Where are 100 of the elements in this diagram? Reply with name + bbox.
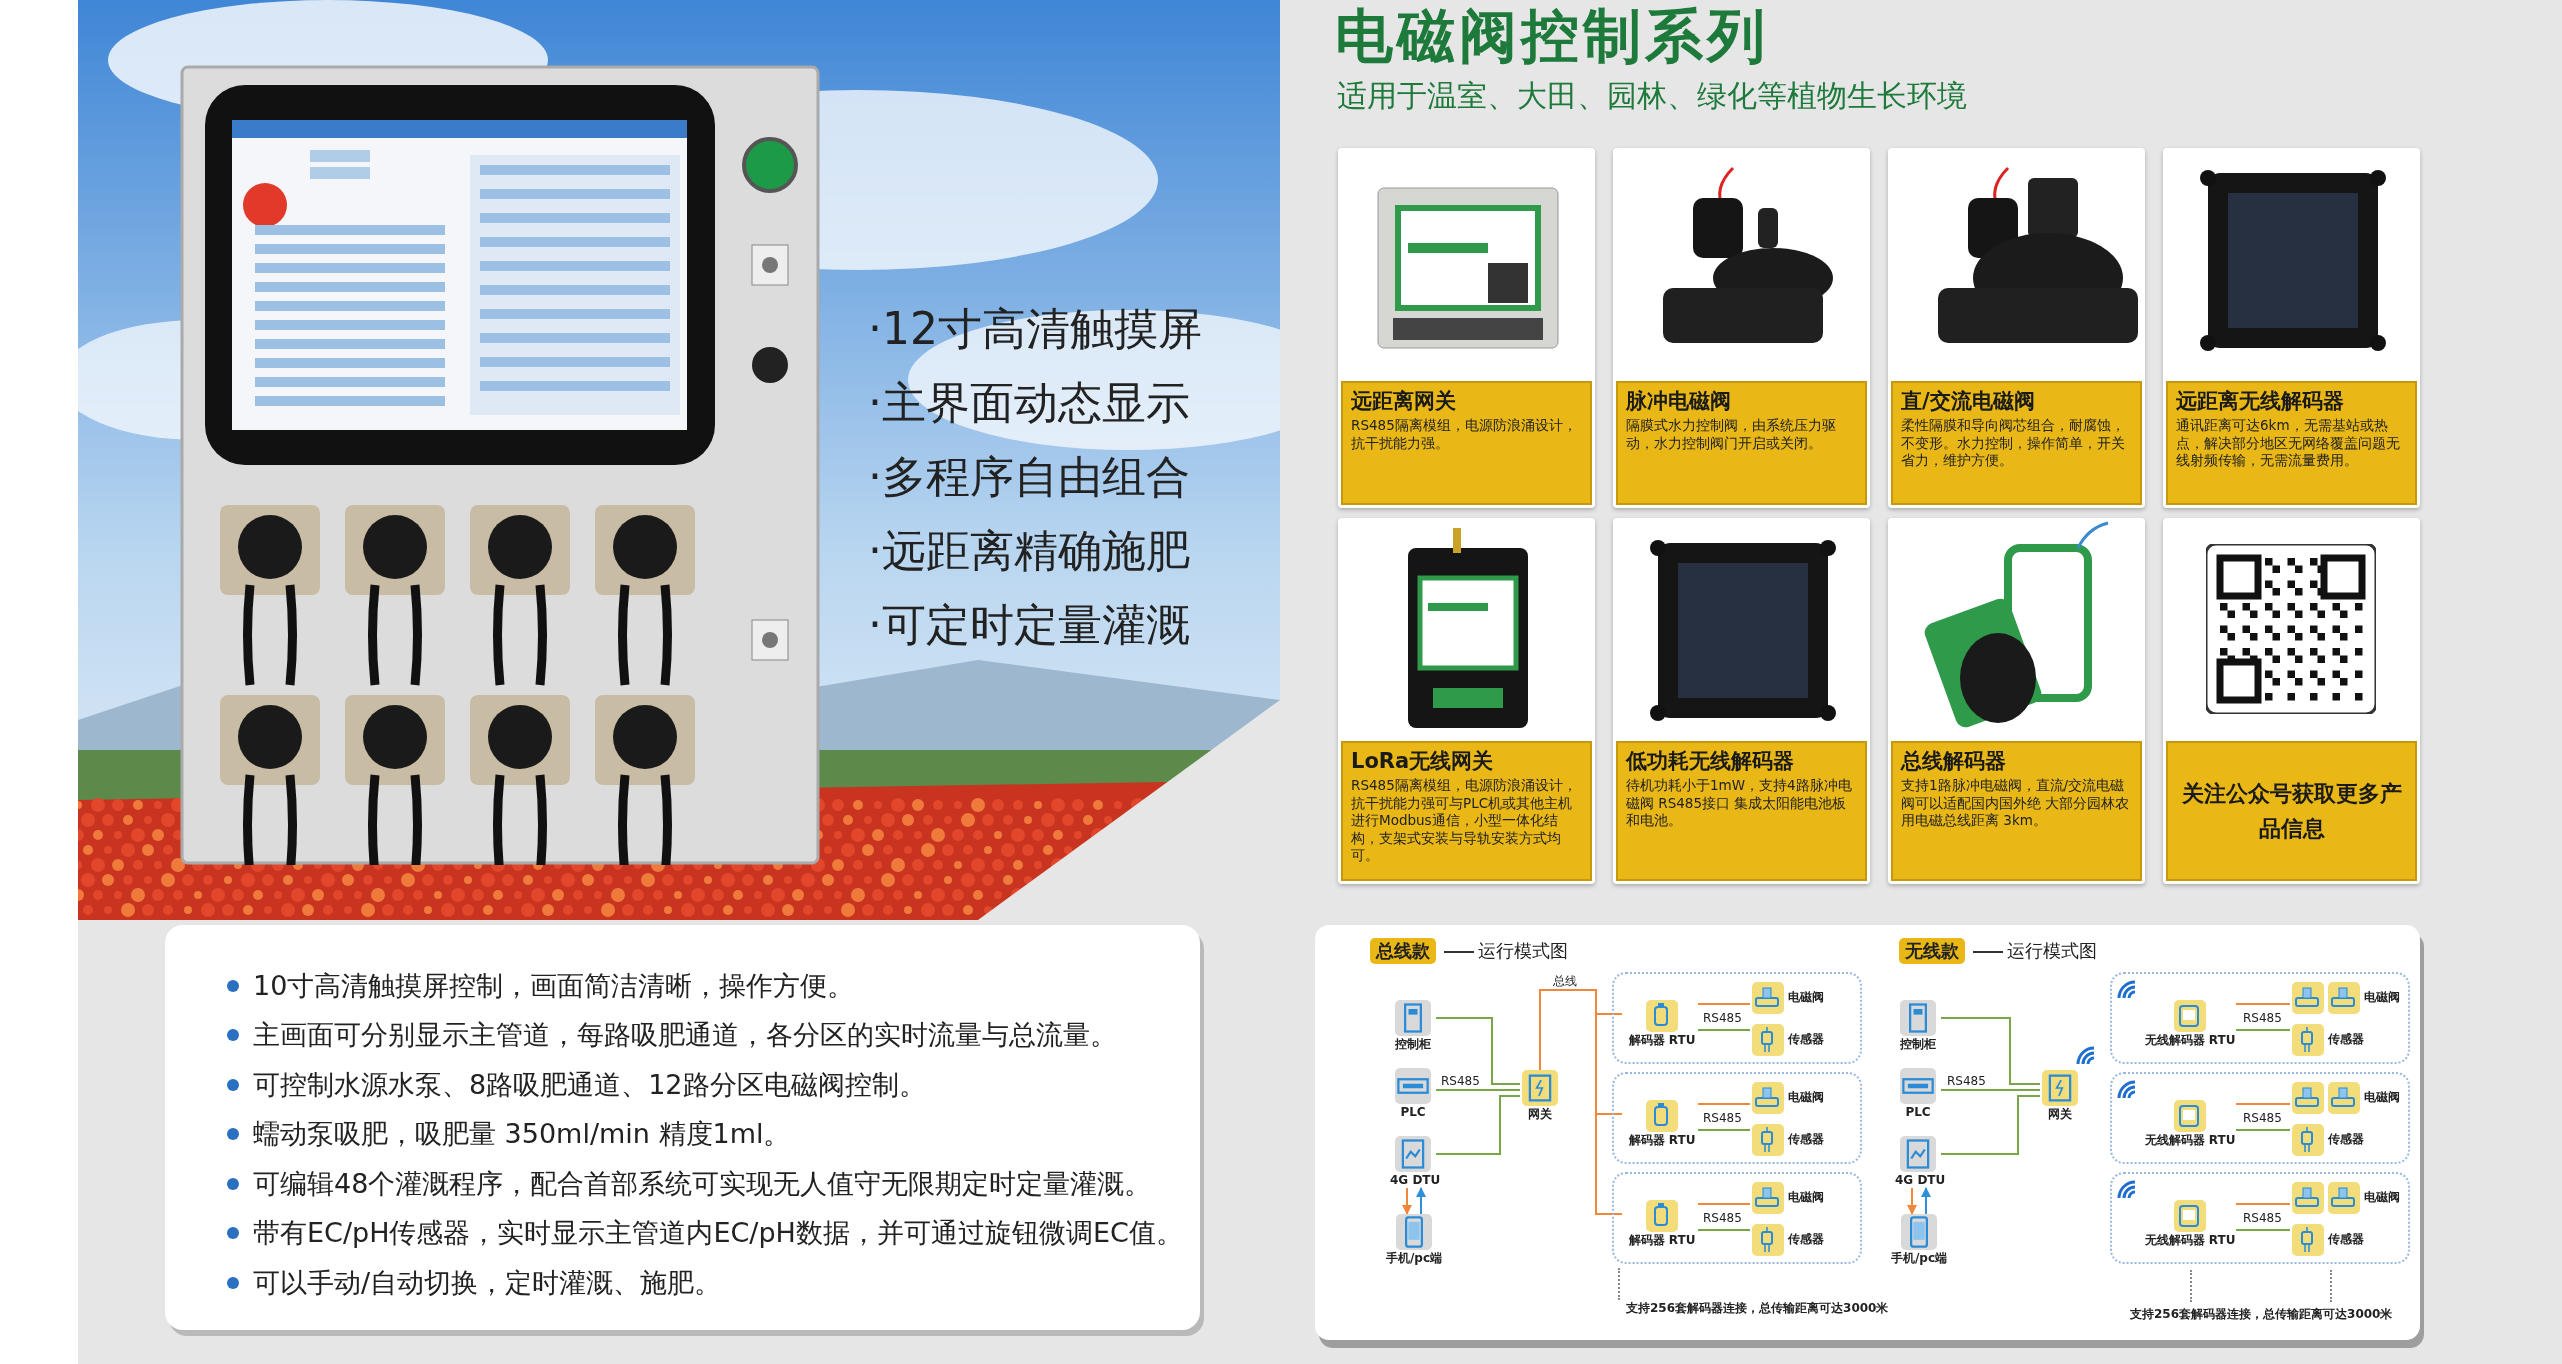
group-frame [1612,1172,1862,1264]
feature-text: 蠕动泵吸肥，吸肥量 350ml/min 精度1ml。 [253,1117,791,1152]
product-card [1888,148,2145,508]
node-caption: 电磁阀 [1788,1090,1824,1105]
product-card [1888,518,2145,884]
diagram-heading: 运行模式图 [1478,939,1568,963]
connector-line [2235,1103,2291,1105]
feature-text: 可控制水源水泵、8路吸肥通道、12路分区电磁阀控制。 [253,1067,926,1102]
connector-line [1435,1089,1521,1091]
connector-line [1435,1017,1521,1085]
connector-line [2235,1229,2291,1231]
node-caption: 电磁阀 [1788,1190,1824,1205]
feature-text: 可编辑48个灌溉程序，配合首部系统可实现无人值守无限期定时定量灌溉。 [253,1166,1152,1201]
group-frame [1612,972,1862,1064]
edge-label: RS485 [1702,1111,1743,1125]
mode-badge: 无线款 [1899,938,1965,964]
node-caption: 手机/pc端 [1384,1251,1444,1266]
card-heading: 低功耗无线解码器 [1626,748,1795,775]
product-card [1338,518,1595,884]
connector-line [1697,1003,1751,1005]
node-caption: 传感器 [1788,1132,1824,1147]
product-card [1613,148,1870,508]
card-heading: 远距离网关 [1351,388,1457,415]
arrow [1402,1187,1412,1215]
node-caption: 电磁阀 [1788,990,1824,1005]
card-description: 支持1路脉冲电磁阀，直流/交流电磁阀可以适配国内国外绝 大部分园林农用电磁总线距离 3km。 [1901,777,2131,830]
connector-line [1940,1095,2041,1155]
card-description: RS485隔离模组，电源防浪涌设计，抗干扰能力强。 [1351,417,1578,453]
node-caption: PLC [1399,1105,1427,1120]
connector-line [2235,1003,2291,1005]
node-caption: 无线解码器 RTU [2143,1133,2237,1148]
product-card [1338,148,1595,508]
group-frame [1612,1072,1862,1164]
card-heading: 直/交流电磁阀 [1901,388,2036,415]
edge-label: RS485 [2242,1111,2283,1125]
node-caption: 解码器 RTU [1627,1133,1697,1148]
arrow [1907,1187,1917,1215]
node-caption: 解码器 RTU [1627,1233,1697,1248]
edge-label: RS485 [1702,1211,1743,1225]
feature-text: ·远距离精确施肥 [868,524,1190,578]
group-frame [2110,972,2410,1064]
node-caption: 控制柜 [1899,1037,1937,1052]
edge-label: RS485 [1946,1074,1987,1088]
node-caption: 电磁阀 [2364,1090,2400,1105]
card-description: RS485隔离模组，电源防浪涌设计，抗干扰能力强可与PLC机或其他主机进行Modbus通信，小型一体化结构，支架式安装与导轨安装方式均可。 [1351,777,1578,865]
card-heading: 脉冲电磁阀 [1626,388,1732,415]
product-card [1613,518,1870,884]
feature-text: 带有EC/pH传感器，实时显示主管道内EC/pH数据，并可通过旋钮微调EC值。 [253,1216,1183,1251]
edge-label: RS485 [2242,1211,2283,1225]
edge-label: RS485 [1702,1011,1743,1025]
node-caption: 传感器 [2328,1032,2364,1047]
connector-line [2235,1203,2291,1205]
feature-text: 可以手动/自动切换，定时灌溉、施肥。 [253,1265,722,1300]
node-caption: PLC [1904,1105,1932,1120]
feature-text: 10寸高清触摸屏控制，画面简洁清晰，操作方便。 [253,968,855,1003]
node-caption: 传感器 [2328,1132,2364,1147]
card-description: 隔膜式水力控制阀，由系统压力驱动，水力控制阀门开启或关闭。 [1626,417,1837,453]
card-heading: LoRa无线网关 [1351,748,1495,775]
diagram-heading: 运行模式图 [2007,939,2097,963]
connector-line [1697,1229,1751,1231]
card-heading: 远距离无线解码器 [2176,388,2345,415]
node-caption: 无线解码器 RTU [2143,1233,2237,1248]
group-frame [2110,1172,2410,1264]
edge-label: RS485 [1440,1074,1481,1088]
feature-text: 主画面可分别显示主管道，每路吸肥通道，各分区的实时流量与总流量。 [253,1018,1117,1053]
arrow [1416,1187,1426,1215]
card-description: 待机功耗小于1mW，支持4路脉冲电磁阀 RS485接口 集成太阳能电池板和电池。 [1626,777,1853,830]
note-text: 支持256套解码器连接，总传输距离可达3000米 [2130,1306,2393,1323]
card-heading: 总线解码器 [1901,748,2007,775]
arrow [1921,1187,1931,1215]
connector-line [2235,1029,2291,1031]
node-caption: 电磁阀 [2364,990,2400,1005]
card-description: 柔性隔膜和导向阀芯组合，耐腐蚀，不变形。水力控制，操作简单，开关省力，维护方便。 [1901,417,2126,470]
connector-line [1697,1103,1751,1105]
connector-line [1697,1203,1751,1205]
connector-line [1697,1029,1751,1031]
product-card [2163,518,2420,884]
edge-label: RS485 [2242,1011,2283,1025]
node-caption: 无线解码器 RTU [2143,1033,2237,1048]
edge-label: 总线 [1552,974,1578,988]
connector-line [2235,1129,2291,1131]
node-caption: 电磁阀 [2364,1190,2400,1205]
follow-prompt: 关注公众号获取更多产品信息 [2180,779,2403,843]
mode-badge: 总线款 [1370,938,1436,964]
note-text: 支持256套解码器连接，总传输距离可达3000米 [1626,1300,1889,1317]
feature-text: ·多程序自由组合 [868,450,1190,504]
connector-line [1940,1017,2041,1085]
node-caption: 控制柜 [1394,1037,1432,1052]
feature-text: ·12寸高清触摸屏 [868,302,1202,356]
node-caption: 网关 [1527,1107,1553,1122]
node-caption: 网关 [2047,1107,2073,1122]
connector-line [1940,1089,2041,1091]
node-caption: 传感器 [1788,1232,1824,1247]
connector-line [1435,1095,1521,1155]
feature-text: ·可定时定量灌溉 [868,598,1190,652]
node-caption: 手机/pc端 [1889,1251,1949,1266]
page-title: 电磁阀控制系列 [1335,1,1769,72]
node-caption: 传感器 [1788,1032,1824,1047]
product-card [2163,148,2420,508]
group-frame [2110,1072,2410,1164]
